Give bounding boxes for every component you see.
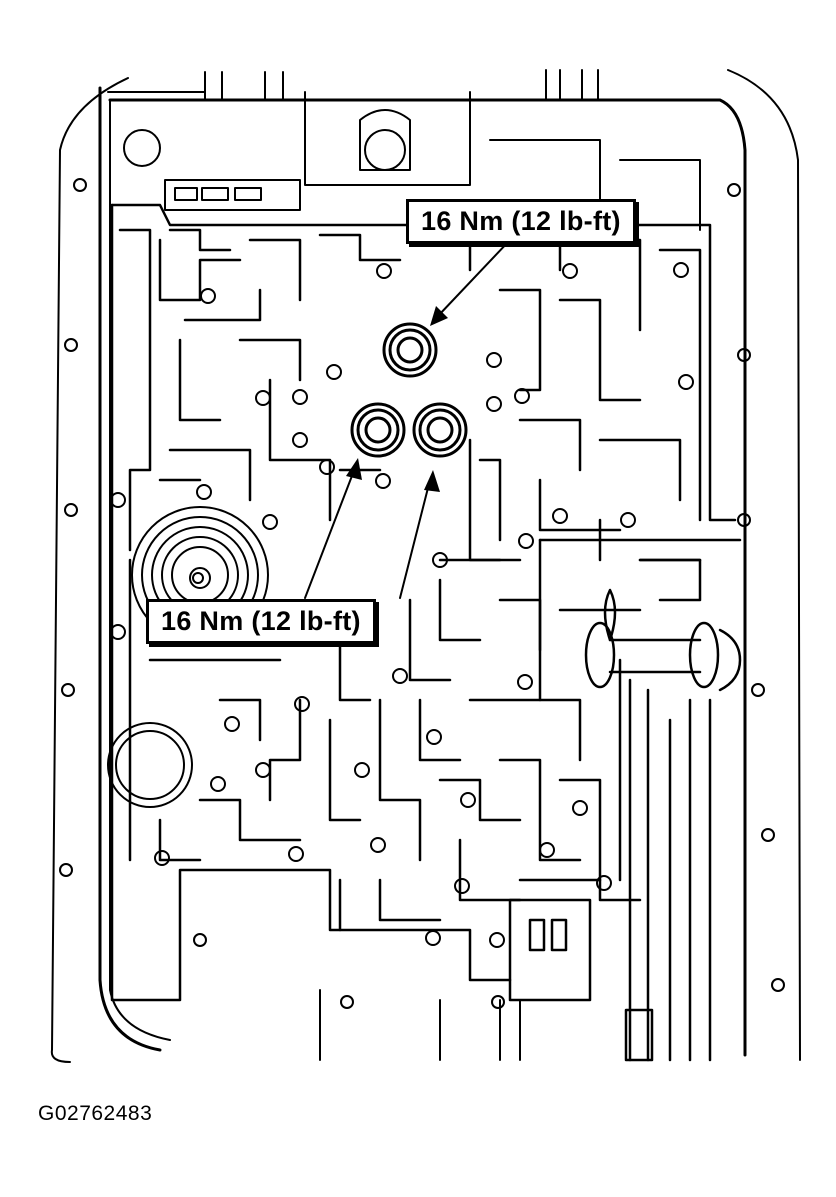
arrowhead-bottom-right: [424, 470, 440, 492]
bolt-hole: [491, 995, 505, 1009]
bolt-left: [350, 402, 406, 458]
arrowhead-bottom-left: [346, 458, 362, 480]
torque-callout-bottom: 16 Nm (12 lb-ft): [146, 599, 376, 644]
bolt-hole: [61, 683, 75, 697]
bolt-hole: [737, 513, 751, 527]
bolt-top: [382, 322, 438, 378]
leader-top: [437, 239, 511, 317]
bolt-hole: [737, 348, 751, 362]
upper-housing: [123, 99, 701, 231]
bottom-connector: [508, 898, 592, 1002]
bolt-hole: [340, 995, 354, 1009]
bolt-right: [412, 402, 468, 458]
torque-bolts: [350, 322, 468, 458]
bolt-hole: [727, 183, 741, 197]
bolt-hole: [771, 978, 785, 992]
bolt-hole: [59, 863, 73, 877]
leader-bottom-right: [399, 479, 431, 599]
bolt-hole: [193, 933, 207, 947]
torque-callout-top: 16 Nm (12 lb-ft): [406, 199, 636, 244]
bolt-hole: [73, 178, 87, 192]
bolt-hole: [751, 683, 765, 697]
bolt-hole: [64, 338, 78, 352]
perimeter-bolt-holes: [59, 178, 785, 1009]
arrowhead-top: [430, 306, 448, 326]
leader-bottom-left: [304, 467, 356, 599]
transmission-case-outline: [50, 69, 801, 1063]
callout-leaders: [304, 239, 511, 599]
figure-id: G02762483: [38, 1102, 153, 1125]
valve-body-holes: [110, 262, 694, 948]
lower-left-plug: [107, 722, 193, 808]
bolt-hole: [64, 503, 78, 517]
manual-shaft-linkage: [538, 538, 742, 1062]
bolt-hole: [761, 828, 775, 842]
